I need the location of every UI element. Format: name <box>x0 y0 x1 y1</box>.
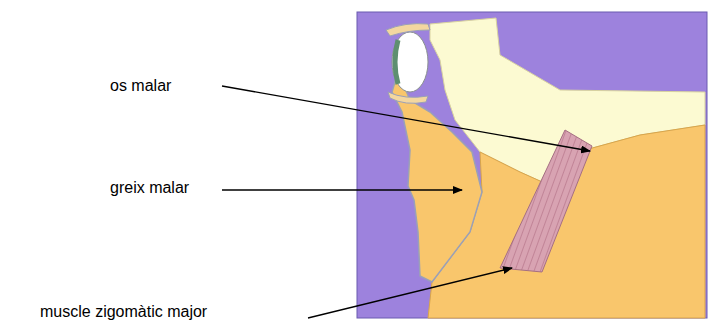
background-panel <box>357 12 707 318</box>
zygomatic-muscle <box>500 130 592 272</box>
part-label: greix malar <box>110 178 189 198</box>
eye <box>392 32 428 92</box>
malar-fat <box>392 72 482 282</box>
lower-eyelid <box>388 92 428 103</box>
leader-line <box>222 86 590 151</box>
upper-eyelid <box>386 24 430 36</box>
part-label: os malar <box>110 76 171 96</box>
part-label: muscle zigomàtic major <box>40 302 207 322</box>
cornea <box>395 40 398 84</box>
leader-line <box>308 268 512 318</box>
leader-line <box>222 189 462 190</box>
